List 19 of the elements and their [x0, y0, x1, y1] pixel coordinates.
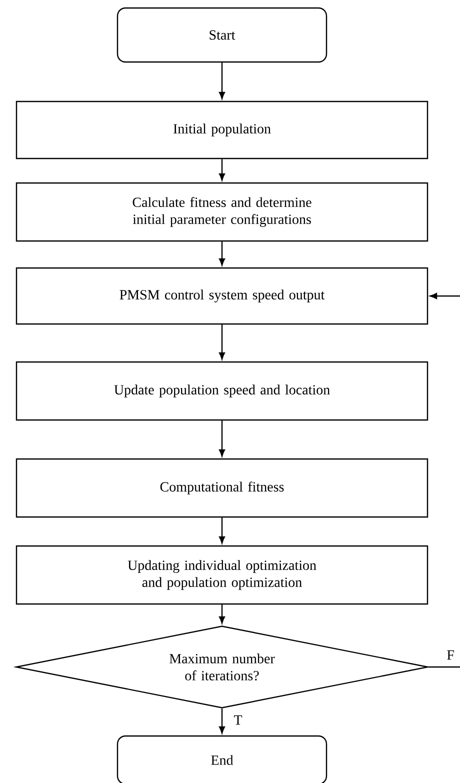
- arrow: [218, 62, 226, 100]
- process-box: Calculate fitness and determine initial parameter configurations: [16, 182, 428, 242]
- arrow: [218, 518, 226, 544]
- terminal-box: End: [116, 735, 328, 783]
- arrow: [218, 324, 226, 360]
- arrow: [218, 420, 226, 457]
- arrow: [218, 708, 226, 734]
- process-box: PMSM control system speed output: [16, 267, 428, 325]
- edge-label: F: [447, 650, 454, 660]
- process-box: Initial population: [16, 100, 428, 160]
- arrow: [218, 242, 226, 266]
- arrow: [218, 159, 226, 181]
- arrow: [430, 292, 460, 300]
- terminal-box: Start: [116, 7, 328, 63]
- arrow: [218, 604, 226, 624]
- process-box: Computational fitness: [16, 458, 428, 518]
- process-box: Updating individual optimization and population optimization: [16, 545, 428, 605]
- process-box: Update population speed and location: [16, 361, 428, 421]
- edge-label: T: [234, 715, 242, 725]
